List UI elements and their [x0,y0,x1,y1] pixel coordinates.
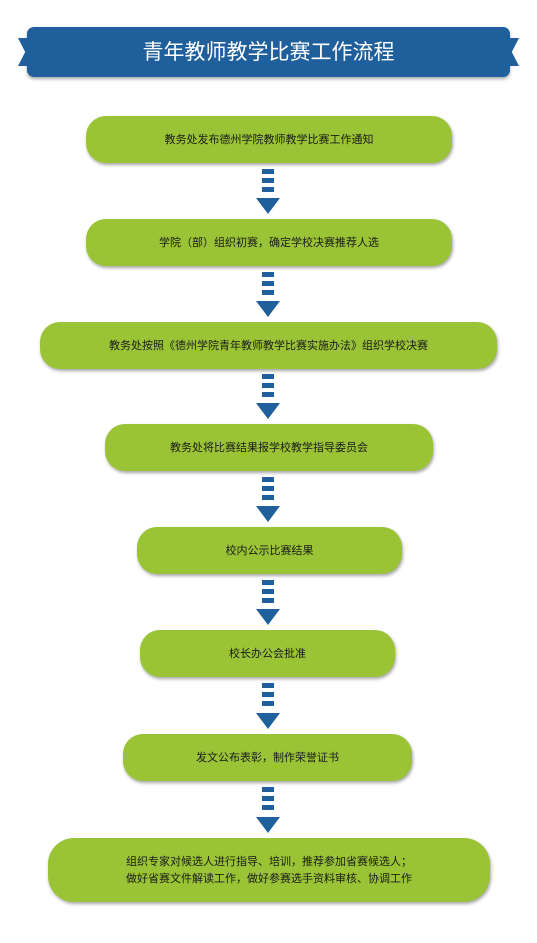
step-5-label: 校内公示比赛结果 [225,544,314,557]
flow-arrow-3 [256,369,280,424]
step-8-label: 组织专家对候选人进行指导、培训，推荐参加省赛候选人； 做好省赛文件解读工作，做好… [126,855,412,885]
step-3-school-final: 教务处按照《德州学院青年教师教学比赛实施办法》组织学校决赛 [40,322,497,369]
flow-arrow-7 [256,781,280,838]
title-banner: 青年教师教学比赛工作流程 [27,27,510,77]
flow-arrow-6 [256,677,280,734]
step-1-label: 教务处发布德州学院教师教学比赛工作通知 [164,133,374,146]
step-3-label: 教务处按照《德州学院青年教师教学比赛实施办法》组织学校决赛 [109,339,428,352]
flow-arrow-1 [256,163,280,219]
step-6-label: 校长办公会批准 [229,647,306,660]
flow-arrow-2 [256,266,280,322]
step-7-label: 发文公布表彰，制作荣誉证书 [196,751,339,764]
step-4-label: 教务处将比赛结果报学校教学指导委员会 [170,441,368,454]
flow-arrow-5 [256,574,280,630]
step-4-report-results: 教务处将比赛结果报学校教学指导委员会 [105,424,433,471]
step-2-preliminary-round: 学院（部）组织初赛，确定学校决赛推荐人选 [86,219,452,266]
flow-arrow-4 [256,471,280,527]
step-5-public-notice: 校内公示比赛结果 [137,527,402,574]
step-6-president-approval: 校长办公会批准 [140,630,395,677]
step-1-publish-notice: 教务处发布德州学院教师教学比赛工作通知 [86,116,452,163]
step-2-label: 学院（部）组织初赛，确定学校决赛推荐人选 [159,236,379,249]
step-8-provincial-preparation: 组织专家对候选人进行指导、培训，推荐参加省赛候选人； 做好省赛文件解读工作，做好… [48,838,490,902]
page-title: 青年教师教学比赛工作流程 [142,40,395,64]
step-7-award-certificates: 发文公布表彰，制作荣誉证书 [123,734,412,781]
